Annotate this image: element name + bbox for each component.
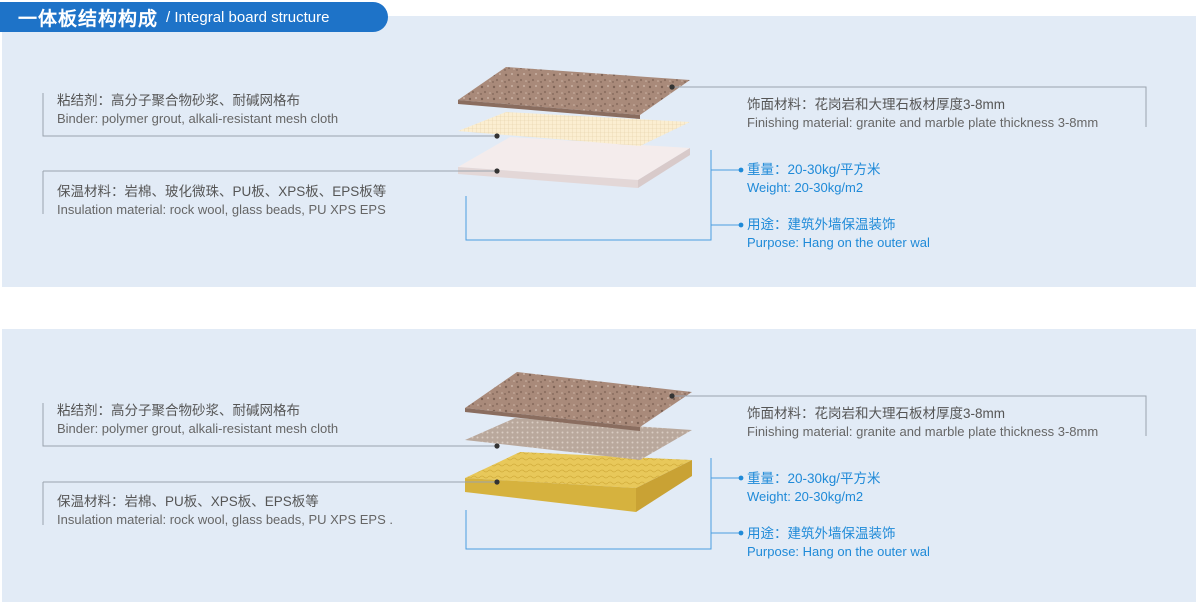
insulation-label-2: 保温材料：岩棉、PU板、XPS板、EPS板等 Insulation materi… [57,493,393,529]
insulation-label-1: 保温材料：岩棉、玻化微珠、PU板、XPS板、EPS板等 Insulation m… [57,183,386,219]
section-title: 一体板结构构成 / Integral board structure [0,2,388,32]
finishing-label-1: 饰面材料：花岗岩和大理石板材厚度3-8mm Finishing material… [747,96,1098,132]
weight-label-1: 重量：20-30kg/平方米 Weight: 20-30kg/m2 [747,161,881,197]
insulation-cn-1: 保温材料：岩棉、玻化微珠、PU板、XPS板、EPS板等 [57,184,387,199]
purpose-label-1: 用途：建筑外墙保温装饰 Purpose: Hang on the outer w… [747,216,930,252]
weight-en-1: Weight: 20-30kg/m2 [747,180,864,195]
weight-cn-1: 重量：20-30kg/平方米 [747,162,881,177]
insulation-en-2: Insulation material: rock wool, glass be… [57,512,393,527]
section-title-en: / Integral board structure [166,8,330,26]
finishing-en-1: Finishing material: granite and marble p… [747,115,1099,130]
granite-face-2 [465,372,692,431]
section-title-cn: 一体板结构构成 [18,8,159,30]
insulation-board-2 [465,452,692,512]
purpose-cn-1: 用途：建筑外墙保温装饰 [747,217,896,232]
purpose-en-1: Purpose: Hang on the outer wal [747,235,930,250]
finishing-label-2: 饰面材料：花岗岩和大理石板材厚度3-8mm Finishing material… [747,405,1098,441]
purpose-cn-2: 用途：建筑外墙保温装饰 [747,526,896,541]
mesh-layer-1 [458,112,690,146]
binder-cn-1: 粘结剂：高分子聚合物砂浆、耐碱网格布 [57,93,300,108]
binder-label-1: 粘结剂：高分子聚合物砂浆、耐碱网格布 Binder: polymer grout… [57,92,338,128]
purpose-en-2: Purpose: Hang on the outer wal [747,544,930,559]
insulation-board-1 [458,137,690,188]
weight-en-2: Weight: 20-30kg/m2 [747,489,864,504]
binder-en-2: Binder: polymer grout, alkali-resistant … [57,421,339,436]
binder-en-1: Binder: polymer grout, alkali-resistant … [57,111,339,126]
insulation-en-1: Insulation material: rock wool, glass be… [57,202,386,217]
binder-label-2: 粘结剂：高分子聚合物砂浆、耐碱网格布 Binder: polymer grout… [57,402,338,438]
leader-lines-2 [42,395,1147,550]
binder-cn-2: 粘结剂：高分子聚合物砂浆、耐碱网格布 [57,403,300,418]
finishing-cn-2: 饰面材料：花岗岩和大理石板材厚度3-8mm [747,406,1006,421]
weight-cn-2: 重量：20-30kg/平方米 [747,471,881,486]
insulation-cn-2: 保温材料：岩棉、PU板、XPS板、EPS板等 [57,494,319,509]
purpose-label-2: 用途：建筑外墙保温装饰 Purpose: Hang on the outer w… [747,525,930,561]
leader-dots-1 [494,84,744,228]
finishing-cn-1: 饰面材料：花岗岩和大理石板材厚度3-8mm [747,97,1006,112]
granite-face-1 [458,67,690,119]
leader-dots-2 [494,393,744,536]
leader-lines-1 [42,86,1147,241]
finishing-en-2: Finishing material: granite and marble p… [747,424,1099,439]
weight-label-2: 重量：20-30kg/平方米 Weight: 20-30kg/m2 [747,470,881,506]
